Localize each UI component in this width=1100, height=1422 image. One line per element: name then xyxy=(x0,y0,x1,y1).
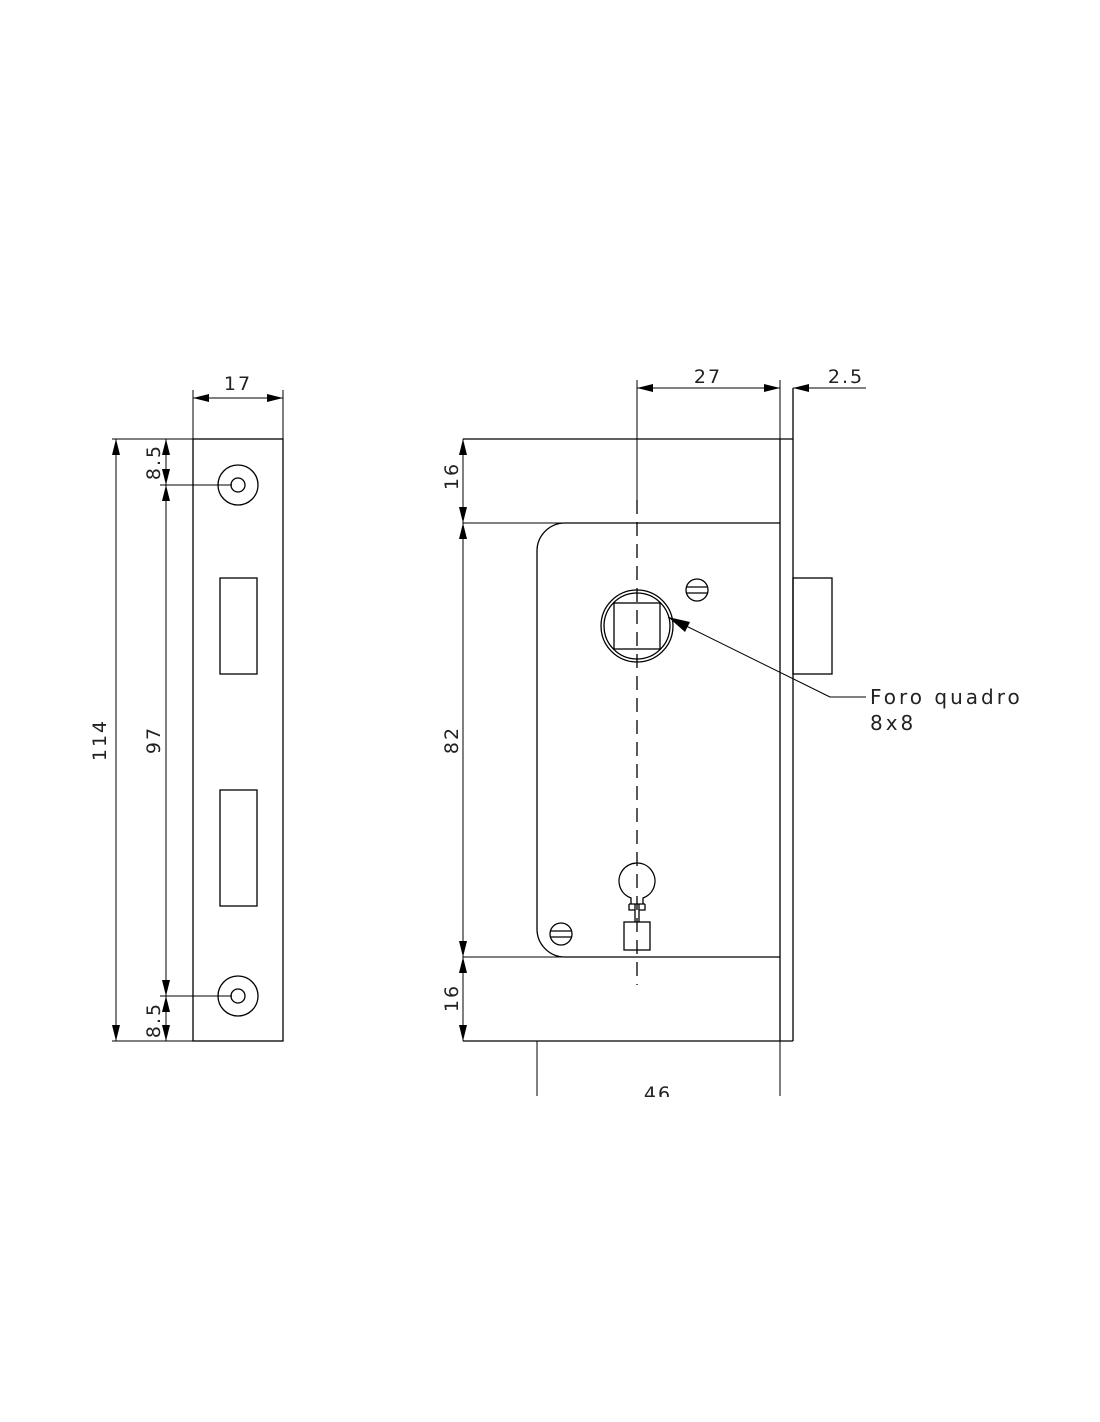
dimension-hole-spacing: 97 8.5 8.5 xyxy=(143,439,232,1041)
latch-bolt xyxy=(792,577,833,675)
dimension-case-vertical: 16 82 16 xyxy=(441,439,467,1041)
faceplate-outline xyxy=(192,438,284,1042)
dimension-label-17: 17 xyxy=(224,373,252,395)
latch-slot xyxy=(219,577,258,675)
dimension-faceplate-width: 17 xyxy=(192,373,284,439)
dimension-label-82: 82 xyxy=(441,726,463,754)
dimension-label-97: 97 xyxy=(143,726,165,754)
dimension-overall-height: 114 xyxy=(89,438,193,1042)
callout-label-line1: Foro quadro xyxy=(870,685,1023,709)
dimension-label-27: 27 xyxy=(694,366,722,388)
lock-case-outline xyxy=(536,522,780,958)
case-screw-bottom xyxy=(549,922,573,946)
callout-square-hole: Foro quadro 8x8 xyxy=(667,616,1023,735)
dimension-case-depth: 46 xyxy=(520,1041,800,1127)
dimension-label-16-bottom: 16 xyxy=(441,984,463,1012)
dimension-plate-thickness: 2.5 xyxy=(793,366,866,392)
dimension-backset: 27 xyxy=(637,366,781,439)
bolt-slot xyxy=(219,789,258,907)
dimension-label-16-top: 16 xyxy=(441,462,463,490)
dimension-label-8-5-top: 8.5 xyxy=(143,444,165,480)
dimension-label-114: 114 xyxy=(89,719,111,761)
dimension-label-8-5-bottom: 8.5 xyxy=(143,1002,165,1038)
lock-case-view xyxy=(463,380,833,1042)
faceplate-view xyxy=(192,438,284,1042)
dimension-label-2-5: 2.5 xyxy=(828,366,864,388)
case-screw-top xyxy=(685,578,709,602)
callout-label-line2: 8x8 xyxy=(870,711,916,735)
